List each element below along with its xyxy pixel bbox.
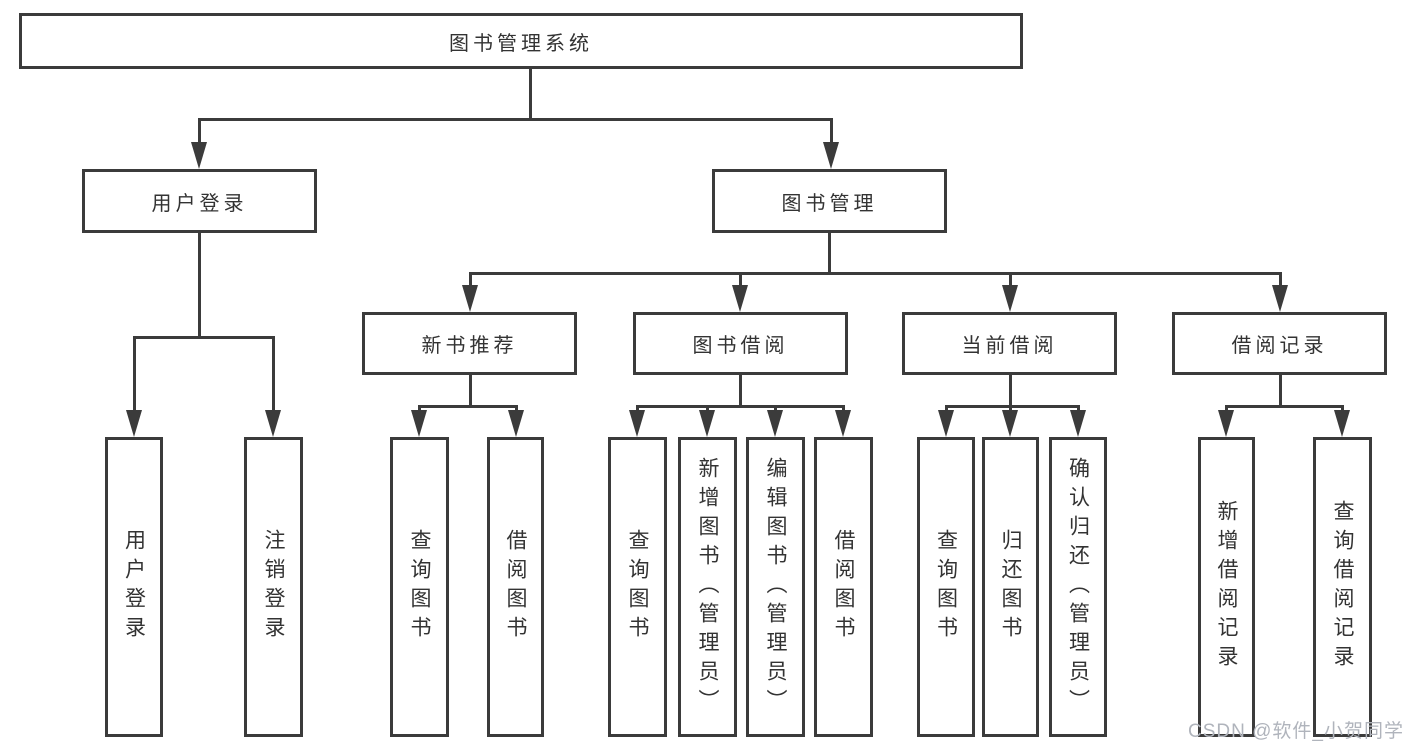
leaf-box-record-add: 新增借阅记录 [1198, 437, 1255, 737]
connector-hline [418, 405, 518, 408]
connector-arrow-stem [1077, 405, 1080, 410]
arrow-down-icon [1334, 410, 1350, 437]
leaf-label-borrow-edit-admin: 编辑图书（管理员） [764, 456, 787, 718]
connector-arrow-stem [945, 405, 948, 410]
connector-arrow-stem [272, 336, 275, 410]
connector-arrow-stem [706, 405, 709, 410]
leaf-label-newbook-borrow: 借阅图书 [504, 529, 527, 645]
connector-arrow-stem [418, 405, 421, 410]
leaf-label-newbook-query: 查询图书 [408, 529, 431, 645]
arrow-down-icon [1002, 410, 1018, 437]
arrow-down-icon [823, 142, 839, 169]
leaf-box-current-return: 归还图书 [982, 437, 1039, 737]
connector-arrow-stem [198, 118, 201, 142]
connector-arrow-stem [739, 272, 742, 285]
node-label-root: 图书管理系统 [449, 32, 593, 55]
arrow-down-icon [1070, 410, 1086, 437]
csdn-watermark: CSDN @软件_小贺同学 [1188, 721, 1404, 742]
leaf-label-user-login: 用户登录 [122, 529, 146, 645]
arrow-down-icon [767, 410, 783, 437]
node-label-book-borrow: 图书借阅 [692, 335, 789, 357]
leaf-box-current-confirm-return-admin: 确认归还（管理员） [1049, 437, 1107, 737]
node-label-book-management: 图书管理 [781, 192, 878, 215]
connector-arrow-stem [842, 405, 845, 410]
leaf-label-current-confirm-return-admin: 确认归还（管理员） [1066, 456, 1090, 718]
node-box-new-book-recommend: 新书推荐 [362, 312, 577, 375]
node-box-root: 图书管理系统 [19, 13, 1023, 69]
connector-hline [198, 118, 832, 121]
connector-arrow-stem [636, 405, 639, 410]
node-label-borrow-records: 借阅记录 [1231, 335, 1328, 357]
leaf-box-borrow-borrow: 借阅图书 [814, 437, 873, 737]
arrow-down-icon [938, 410, 954, 437]
node-label-user-login: 用户登录 [151, 192, 248, 215]
arrow-down-icon [191, 142, 207, 169]
connector-vline [1009, 375, 1012, 408]
connector-hline [469, 272, 1282, 275]
connector-vline [828, 233, 831, 275]
connector-arrow-stem [133, 336, 136, 410]
leaf-box-user-login: 用户登录 [105, 437, 163, 737]
leaf-label-borrow-add-admin: 新增图书（管理员） [696, 456, 719, 718]
arrow-down-icon [508, 410, 524, 437]
connector-hline [945, 405, 1080, 408]
arrow-down-icon [126, 410, 142, 437]
connector-arrow-stem [469, 272, 472, 285]
arrow-down-icon [411, 410, 427, 437]
connector-arrow-stem [1279, 272, 1282, 285]
connector-arrow-stem [1225, 405, 1228, 410]
arrow-down-icon [699, 410, 715, 437]
leaf-box-borrow-add-admin: 新增图书（管理员） [678, 437, 737, 737]
arrow-down-icon [1002, 285, 1018, 312]
leaf-label-current-return: 归还图书 [999, 529, 1022, 645]
arrow-down-icon [629, 410, 645, 437]
arrow-down-icon [265, 410, 281, 437]
node-label-new-book-recommend: 新书推荐 [421, 335, 518, 357]
leaf-box-borrow-edit-admin: 编辑图书（管理员） [746, 437, 805, 737]
connector-vline [469, 375, 472, 408]
connector-vline [198, 233, 201, 339]
leaf-label-record-query: 查询借阅记录 [1331, 500, 1354, 674]
connector-hline [1225, 405, 1344, 408]
connector-vline [529, 69, 532, 121]
connector-hline [636, 405, 845, 408]
connector-vline [739, 375, 742, 408]
node-box-book-management: 图书管理 [712, 169, 947, 233]
leaf-box-newbook-borrow: 借阅图书 [487, 437, 544, 737]
node-box-current-borrow: 当前借阅 [902, 312, 1117, 375]
connector-arrow-stem [830, 118, 833, 142]
arrow-down-icon [835, 410, 851, 437]
leaf-label-borrow-borrow: 借阅图书 [832, 529, 855, 645]
leaf-label-current-query: 查询图书 [934, 529, 958, 645]
arrow-down-icon [732, 285, 748, 312]
connector-arrow-stem [1009, 272, 1012, 285]
connector-arrow-stem [1341, 405, 1344, 410]
leaf-label-logout: 注销登录 [262, 529, 285, 645]
leaf-box-record-query: 查询借阅记录 [1313, 437, 1372, 737]
node-label-current-borrow: 当前借阅 [961, 335, 1058, 357]
leaf-label-borrow-query: 查询图书 [626, 529, 649, 645]
leaf-box-current-query: 查询图书 [917, 437, 975, 737]
connector-hline [133, 336, 275, 339]
leaf-box-borrow-query: 查询图书 [608, 437, 667, 737]
leaf-box-logout: 注销登录 [244, 437, 303, 737]
connector-arrow-stem [1009, 405, 1012, 410]
arrow-down-icon [1218, 410, 1234, 437]
leaf-label-record-add: 新增借阅记录 [1215, 500, 1238, 674]
arrow-down-icon [462, 285, 478, 312]
connector-arrow-stem [515, 405, 518, 410]
arrow-down-icon [1272, 285, 1288, 312]
node-box-user-login: 用户登录 [82, 169, 317, 233]
connector-vline [1279, 375, 1282, 408]
node-box-borrow-records: 借阅记录 [1172, 312, 1387, 375]
connector-arrow-stem [774, 405, 777, 410]
node-box-book-borrow: 图书借阅 [633, 312, 848, 375]
leaf-box-newbook-query: 查询图书 [390, 437, 449, 737]
